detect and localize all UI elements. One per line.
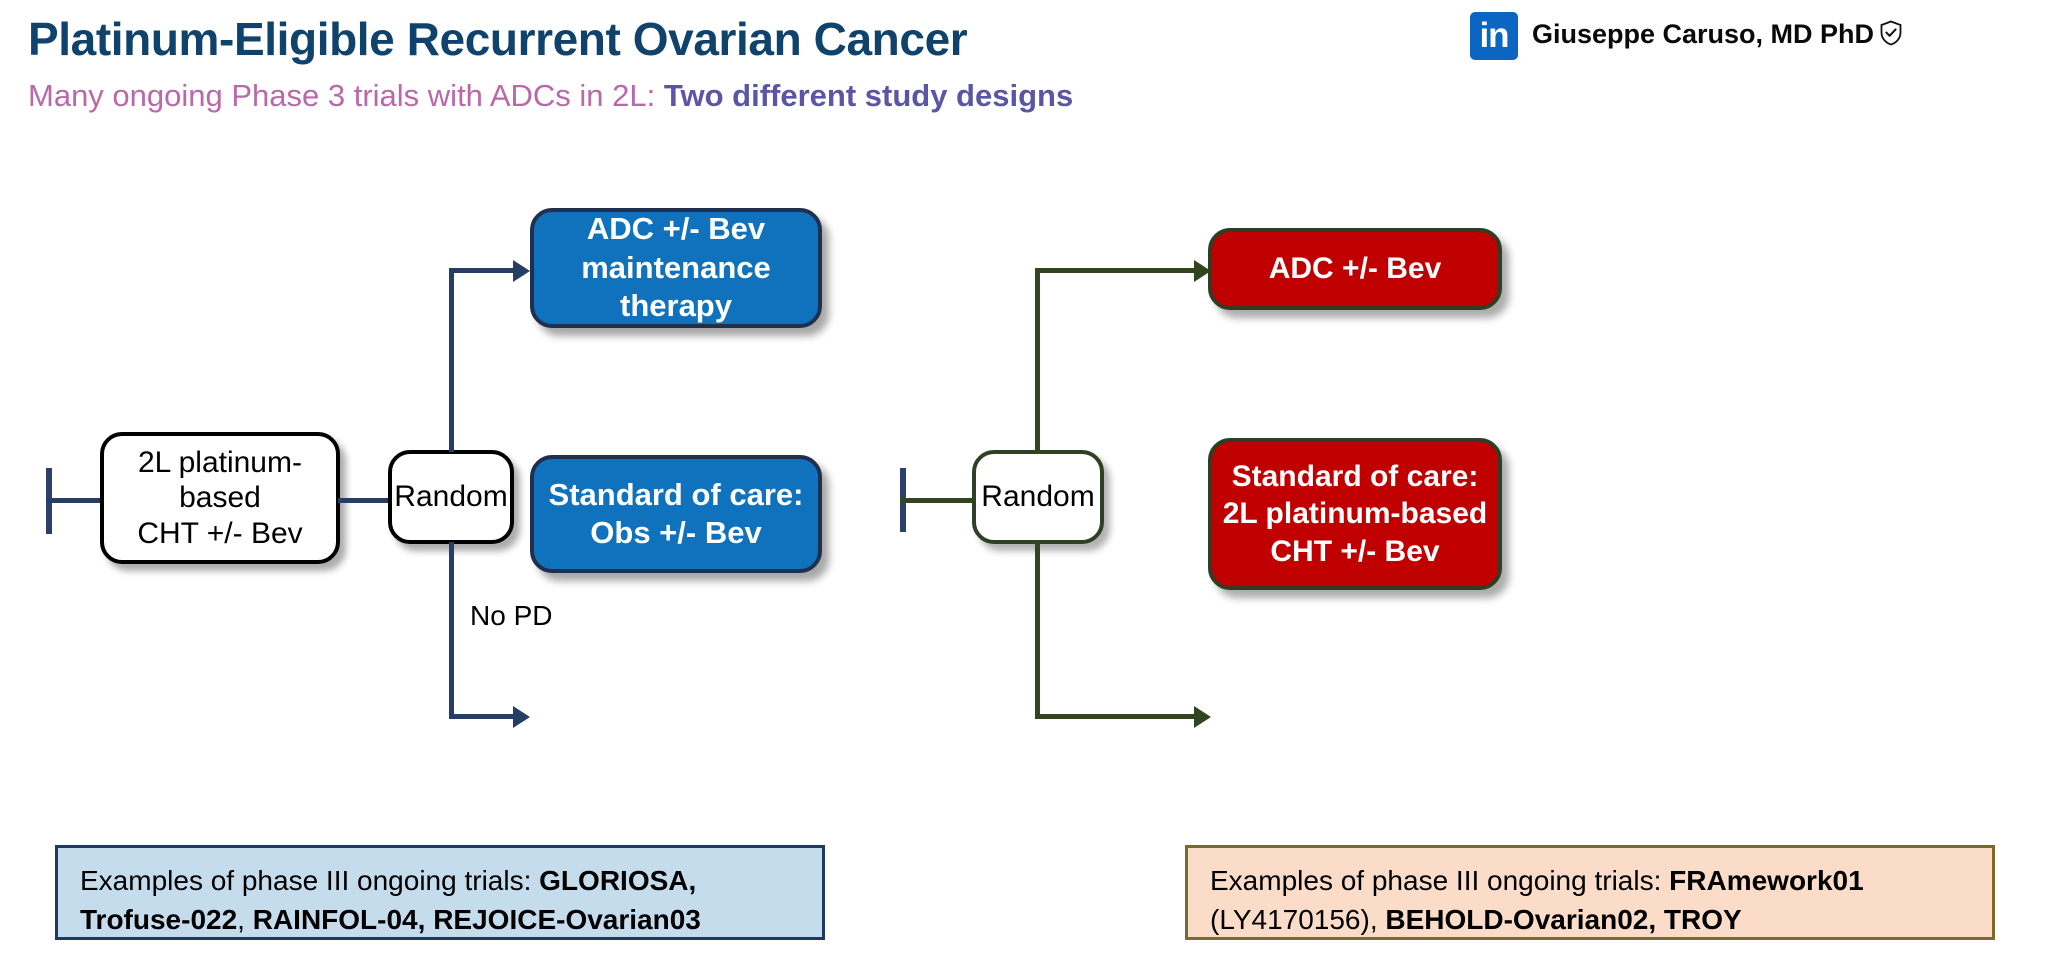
author-name: Giuseppe Caruso, MD PhD xyxy=(1532,19,1903,53)
subtitle-bold-part: Two different study designs xyxy=(663,78,1074,113)
left-start-node-line2: CHT +/- Bev xyxy=(137,516,303,550)
right-top-branch-arrowhead xyxy=(1194,260,1211,282)
left-arm-bottom-line2: Obs +/- Bev xyxy=(590,515,762,550)
left-split-spine-down xyxy=(449,542,454,718)
left-start-node: 2L platinum-based CHT +/- Bev xyxy=(100,432,340,564)
right-arm-bottom-line3: CHT +/- Bev xyxy=(1270,534,1440,568)
left-top-branch-arrowhead xyxy=(513,260,530,282)
left-caption-box: Examples of phase III ongoing trials: GL… xyxy=(55,845,825,940)
right-bottom-branch-line xyxy=(1035,714,1203,719)
left-arm-bottom-line1: Standard of care: xyxy=(548,476,804,512)
left-bottom-branch-line xyxy=(449,714,517,719)
right-caption-box: Examples of phase III ongoing trials: FR… xyxy=(1185,845,1995,940)
left-caption-lead: Examples of phase III ongoing trials: xyxy=(80,865,540,896)
left-arm-bottom-box: Standard of care: Obs +/- Bev xyxy=(530,455,822,573)
left-arm-top-line2: maintenance therapy xyxy=(581,249,771,324)
right-arm-bottom-line1: Standard of care: xyxy=(1231,460,1479,494)
right-split-spine-down xyxy=(1035,540,1040,718)
subtitle-normal-part: Many ongoing Phase 3 trials with ADCs in… xyxy=(28,78,664,113)
left-random-node-label: Random xyxy=(394,480,508,514)
linkedin-icon-label: in xyxy=(1479,15,1509,55)
left-start-to-random-line xyxy=(338,498,392,503)
left-arm-top-box: ADC +/- Bev maintenance therapy xyxy=(530,208,822,328)
left-arm-top-line1: ADC +/- Bev xyxy=(586,211,766,247)
left-top-branch-line xyxy=(449,268,517,273)
left-caption-comma: , xyxy=(237,903,245,935)
linkedin-icon[interactable]: in xyxy=(1470,12,1518,60)
page-subtitle: Many ongoing Phase 3 trials with ADCs in… xyxy=(28,78,1073,114)
right-caption-trials-line2: BEHOLD-Ovarian02, TROY xyxy=(1385,903,1742,935)
author-badge[interactable]: in Giuseppe Caruso, MD PhD xyxy=(1470,12,1903,60)
right-arm-bottom-line2: 2L platinum-based xyxy=(1222,497,1488,531)
right-random-node: Random xyxy=(972,450,1104,544)
left-random-node: Random xyxy=(388,450,514,544)
left-split-spine-up xyxy=(449,268,454,452)
right-arm-bottom-box: Standard of care: 2L platinum-based CHT … xyxy=(1208,438,1502,590)
right-caption-lead: Examples of phase III ongoing trials: xyxy=(1210,865,1670,896)
left-bottom-branch-arrowhead xyxy=(513,706,530,728)
left-start-node-line1: 2L platinum-based xyxy=(138,445,302,515)
right-entry-line xyxy=(900,498,976,503)
right-caption-code: (LY4170156), xyxy=(1210,903,1386,935)
right-split-spine-up xyxy=(1035,268,1040,454)
right-caption-trial-framework: FRAmework01 xyxy=(1669,865,1864,896)
right-top-branch-line xyxy=(1035,268,1203,273)
right-bottom-branch-arrowhead xyxy=(1194,706,1211,728)
right-arm-top-line1: ADC +/- Bev xyxy=(1268,252,1442,286)
author-name-text: Giuseppe Caruso, MD PhD xyxy=(1532,19,1875,49)
right-arm-top-box: ADC +/- Bev xyxy=(1208,228,1502,310)
verified-shield-check-icon xyxy=(1879,20,1903,53)
left-entry-line xyxy=(46,498,116,503)
left-caption-trials-line1: GLORIOSA, Trofuse-022 xyxy=(80,865,697,935)
left-edge-label-no-pd: No PD xyxy=(470,600,553,631)
right-random-node-label: Random xyxy=(981,480,1095,514)
page-title: Platinum-Eligible Recurrent Ovarian Canc… xyxy=(28,13,968,65)
left-caption-trials-line2: RAINFOL-04, REJOICE-Ovarian03 xyxy=(252,903,701,935)
